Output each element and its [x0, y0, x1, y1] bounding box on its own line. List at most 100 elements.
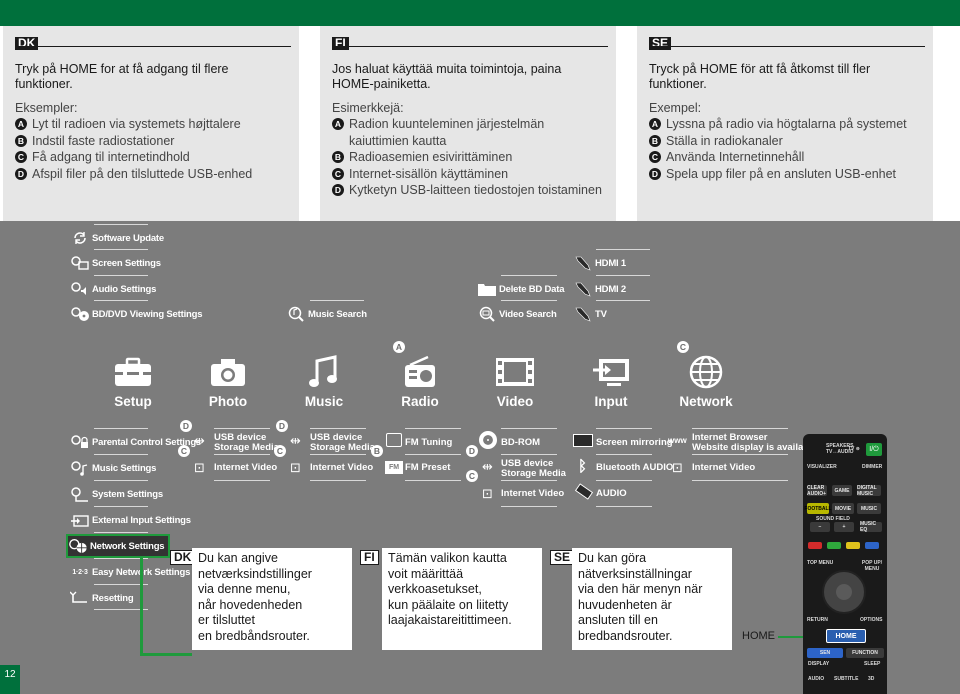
input-icon	[571, 352, 651, 392]
letter-badge: B	[332, 151, 344, 164]
menu-label: HDMI 1	[595, 257, 626, 269]
example-text: Kytketyn USB-laitteen tiedostojen toista…	[349, 183, 602, 198]
examples-heading: Esimerkkejä:	[332, 101, 404, 115]
category-radio[interactable]: Radio	[380, 352, 460, 410]
top-menu-label: TOP MENU	[807, 560, 834, 566]
function-button[interactable]: FUNCTION	[846, 648, 884, 658]
divider	[596, 454, 652, 455]
enter-button[interactable]	[836, 584, 852, 600]
football-button[interactable]: FOOTBALL	[804, 503, 832, 514]
music-internet-video-item[interactable]: Internet Video	[310, 462, 374, 473]
minus-button[interactable]: −	[810, 522, 830, 532]
marker-c: C	[677, 341, 689, 353]
tv-item[interactable]: TV	[573, 304, 607, 324]
category-music[interactable]: Music	[284, 352, 364, 410]
callout-line: verkkoasetukset,	[388, 582, 482, 597]
clear-audio-button[interactable]: CLEAR AUDIO+	[807, 484, 827, 497]
callout-line: ansluten till en	[578, 613, 658, 628]
sen-button[interactable]: SEN	[807, 648, 843, 658]
fm-preset-item[interactable]: FM Preset	[405, 462, 451, 473]
music-button[interactable]: MUSIC	[857, 503, 881, 514]
callout-line: Tämän valikon kautta	[388, 551, 507, 565]
network-internet-video-item[interactable]: Internet Video	[692, 462, 756, 473]
hdmi1-item[interactable]: HDMI 1	[573, 253, 626, 273]
fm-tuning-item[interactable]: FM Tuning	[405, 437, 453, 448]
divider	[94, 428, 148, 429]
bluetooth-audio-item[interactable]: Bluetooth AUDIO	[596, 462, 674, 473]
letter-badge: D	[332, 184, 344, 197]
tag-rule	[332, 46, 608, 47]
network-settings-item[interactable]: Network Settings	[66, 534, 171, 558]
callout-line: er tilsluttet	[198, 613, 255, 628]
refresh-icon	[70, 229, 90, 247]
easy-network-icon: 1·2·3	[72, 568, 88, 576]
screen-settings-item[interactable]: Screen Settings	[70, 253, 161, 273]
example-text: Internet-sisällön käyttäminen	[349, 166, 509, 181]
usb-line2: Storage Media	[214, 442, 279, 453]
external-input-settings-item[interactable]: External Input Settings	[70, 510, 191, 530]
toolbox-icon	[93, 352, 173, 392]
resetting-item[interactable]: Resetting	[70, 588, 134, 608]
bd-rom-item[interactable]: BD-ROM	[501, 437, 541, 448]
internet-video-icon: ⊡	[482, 486, 493, 501]
example-text: Afspil filer på den tilsluttede USB-enhe…	[32, 166, 253, 181]
software-update-item[interactable]: Software Update	[70, 228, 164, 248]
marker-b: B	[371, 445, 383, 457]
yellow-key[interactable]	[846, 542, 860, 549]
menu-label: TV	[595, 308, 607, 320]
delete-bd-data-item[interactable]: Delete BD Data	[477, 279, 565, 299]
divider	[94, 249, 148, 250]
game-button[interactable]: GAME	[832, 485, 852, 496]
speakers-label: SPEAKERS	[826, 443, 854, 449]
audio-settings-item[interactable]: Audio Settings	[70, 279, 156, 299]
marker-d: D	[276, 420, 288, 432]
music-eq-button[interactable]: MUSIC EQ	[860, 521, 882, 533]
divider	[501, 480, 557, 481]
home-button[interactable]: HOME	[826, 629, 866, 643]
category-label: Input	[594, 394, 628, 409]
screen-mirroring-item[interactable]: Screen mirroring	[596, 437, 673, 448]
plus-button[interactable]: +	[834, 522, 854, 532]
video-search-item[interactable]: Video Search	[477, 304, 557, 324]
category-network[interactable]: Network	[666, 352, 746, 410]
audio-input-item[interactable]: AUDIO	[596, 488, 627, 499]
category-label: Radio	[401, 394, 439, 409]
music-search-item[interactable]: Music Search	[286, 304, 367, 324]
category-setup[interactable]: Setup	[93, 352, 173, 410]
blue-key[interactable]	[865, 542, 879, 549]
example-item: D Kytketyn USB-laitteen tiedostojen toist…	[332, 182, 606, 199]
hdmi2-item[interactable]: HDMI 2	[573, 279, 626, 299]
green-key[interactable]	[827, 542, 841, 549]
tag-rule	[649, 46, 925, 47]
category-input[interactable]: Input	[571, 352, 651, 410]
divider	[596, 480, 652, 481]
display-label: DISPLAY	[808, 661, 830, 667]
movie-button[interactable]: MOVIE	[832, 503, 854, 514]
music-settings-item[interactable]: Music Settings	[70, 458, 156, 478]
easy-network-settings-item[interactable]: 1·2·3 Easy Network Settings	[70, 562, 190, 582]
video-internet-video-item[interactable]: Internet Video	[501, 488, 565, 499]
callout-line: kun päälaite on liitetty	[388, 597, 509, 612]
red-key[interactable]	[808, 542, 822, 549]
category-photo[interactable]: Photo	[188, 352, 268, 410]
lang-tag-fi: FI	[332, 37, 349, 50]
divider	[501, 506, 557, 507]
menu-label: Resetting	[92, 592, 134, 604]
divider	[405, 428, 461, 429]
popup-menu-label: POP UP/ MENU	[861, 560, 883, 572]
divider	[94, 275, 148, 276]
category-video[interactable]: Video	[475, 352, 555, 410]
system-settings-item[interactable]: System Settings	[70, 484, 163, 504]
music-settings-icon	[70, 459, 90, 477]
photo-internet-video-item[interactable]: Internet Video	[214, 462, 278, 473]
parental-control-settings-item[interactable]: Parental Control Settings	[70, 432, 201, 452]
bd-dvd-viewing-settings-item[interactable]: BD/DVD Viewing Settings	[70, 304, 202, 324]
digital-music-button[interactable]: DIGITAL MUSIC	[857, 485, 881, 497]
